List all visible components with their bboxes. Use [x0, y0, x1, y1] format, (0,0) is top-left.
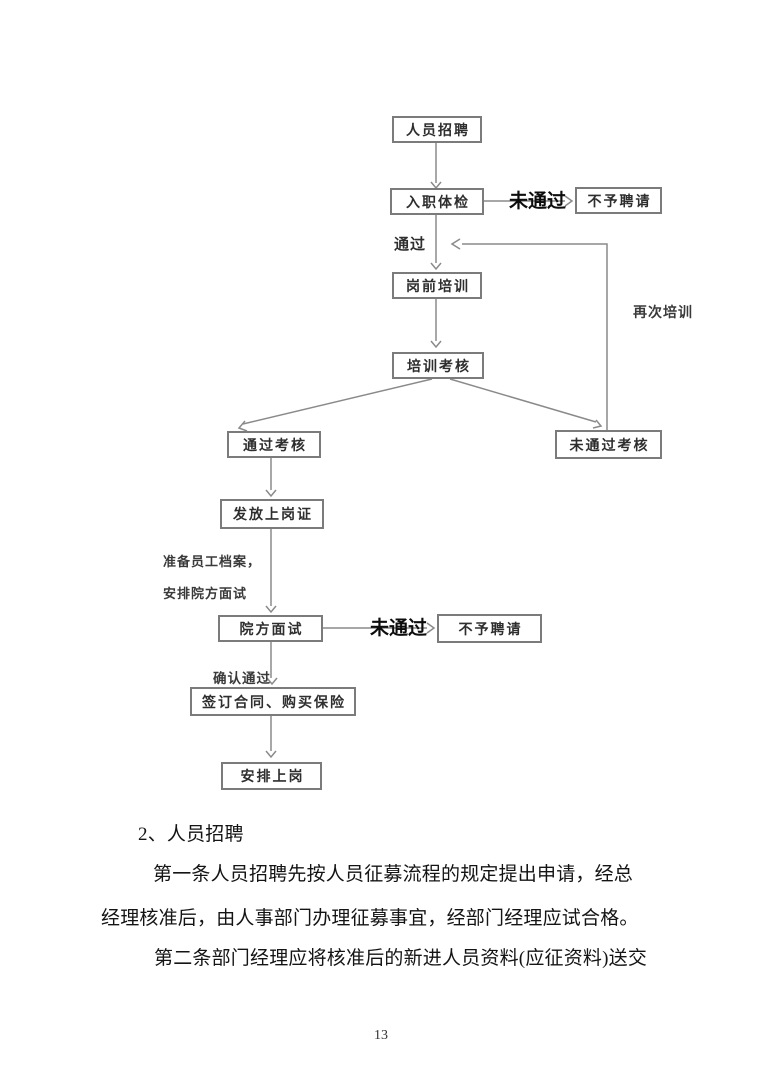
flow-box-issue-work-permit: 发放上岗证 [220, 499, 324, 529]
note-prepare-files-line2: 安排院方面试 [163, 586, 248, 601]
flow-box-no-hire-mid: 不予聘请 [437, 614, 542, 643]
body-paragraph1-line2: 经理核准后，由人事部门办理征募事宜，经部门经理应试合格。 [101, 908, 639, 929]
edge-label-pass: 通过 [394, 236, 427, 253]
flow-box-start-work: 安排上岗 [221, 762, 322, 790]
flow-box-pass-assessment: 通过考核 [227, 431, 321, 458]
flow-box-sign-contract-insurance: 签订合同、购买保险 [190, 687, 356, 716]
edge-label-confirm-pass: 确认通过 [213, 671, 271, 686]
flow-box-pre-job-training: 岗前培训 [392, 272, 482, 299]
edge-label-fail-mid: 未通过 [370, 618, 428, 639]
body-paragraph1-line1: 第一条人员招聘先按人员征募流程的规定提出申请，经总 [153, 864, 634, 885]
page-number: 13 [374, 1028, 388, 1043]
flowchart-connectors [237, 143, 608, 759]
flow-box-no-hire-top: 不予聘请 [575, 187, 662, 214]
edge-label-retrain: 再次培训 [633, 304, 693, 320]
body-paragraph2-line1: 第二条部门经理应将核准后的新进人员资料(应征资料)送交 [154, 948, 648, 969]
edge-label-fail-top: 未通过 [509, 191, 567, 212]
flow-box-fail-assessment: 未通过考核 [555, 430, 662, 459]
note-prepare-files-line1: 准备员工档案， [163, 554, 262, 569]
flow-box-entry-physical: 入职体检 [390, 188, 484, 215]
section-heading: 2、人员招聘 [138, 824, 244, 845]
flow-box-hospital-interview: 院方面试 [218, 615, 323, 642]
flow-box-training-assessment: 培训考核 [392, 352, 484, 379]
flow-box-recruitment: 人员招聘 [392, 116, 482, 143]
